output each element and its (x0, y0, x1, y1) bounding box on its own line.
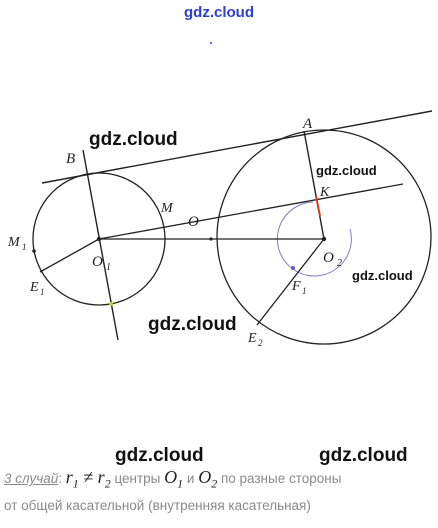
caption-r2: r2 (97, 467, 111, 491)
watermark-6: gdz.cloud (319, 445, 408, 466)
caption-colon: : (58, 471, 62, 486)
label-M1-sub: 1 (22, 242, 27, 252)
label-E1: E (29, 280, 39, 295)
label-O1-sub: 1 (106, 262, 111, 273)
blue-dot (210, 42, 212, 44)
radius-O1B (82, 149, 119, 341)
watermark-1: gdz.cloud (89, 129, 178, 150)
caption-text2: по разные стороны (217, 471, 342, 486)
label-O2: O (323, 250, 334, 266)
caption: 3 случай: r1 ≠ r2 центры O1 и O2 по разн… (4, 466, 434, 517)
label-B: B (66, 151, 75, 167)
label-F-sub: 1 (302, 286, 307, 296)
line-MK (98, 183, 404, 240)
caption-o1: O1 (164, 467, 184, 491)
point-M1 (32, 249, 36, 253)
label-O-center: O (188, 214, 199, 230)
watermark-3: gdz.cloud (352, 268, 413, 283)
point-F1 (291, 266, 295, 270)
label-M1: M (7, 235, 21, 250)
watermark-top: gdz.cloud (184, 4, 254, 21)
label-E1-sub: 1 (40, 287, 45, 297)
tangent-line-BA (41, 110, 433, 184)
point-O2 (321, 236, 327, 242)
caption-r1: r1 (65, 467, 79, 491)
label-A: A (302, 116, 313, 132)
segment-O1E1 (39, 238, 100, 273)
radius-O2A (303, 130, 325, 240)
label-F: F (291, 279, 301, 294)
segment-K-highlight (315, 195, 321, 217)
caption-o2: O2 (198, 467, 218, 491)
point-mid (209, 237, 213, 241)
label-M: M (160, 201, 174, 216)
large-circle (216, 129, 432, 345)
caption-line-1: 3 случай: r1 ≠ r2 центры O1 и O2 по разн… (4, 466, 434, 495)
caption-text1: центры (110, 471, 165, 486)
caption-and: и (183, 471, 199, 486)
watermark-4: gdz.cloud (148, 314, 237, 335)
watermark-2: gdz.cloud (316, 163, 377, 178)
label-O1: O (92, 254, 103, 270)
label-O2-sub: 2 (337, 258, 342, 269)
label-E2: E (247, 331, 257, 346)
point-O1 (96, 236, 102, 242)
caption-case: 3 случай (4, 471, 59, 486)
watermark-5: gdz.cloud (115, 445, 204, 466)
segment-O2E2 (256, 238, 325, 326)
label-K: K (319, 185, 330, 200)
caption-line-2: от общей касательной (внутренняя касател… (4, 497, 311, 513)
caption-neq: ≠ (78, 467, 98, 487)
label-E2-sub: 2 (258, 338, 263, 348)
point-lower-left (109, 302, 113, 306)
